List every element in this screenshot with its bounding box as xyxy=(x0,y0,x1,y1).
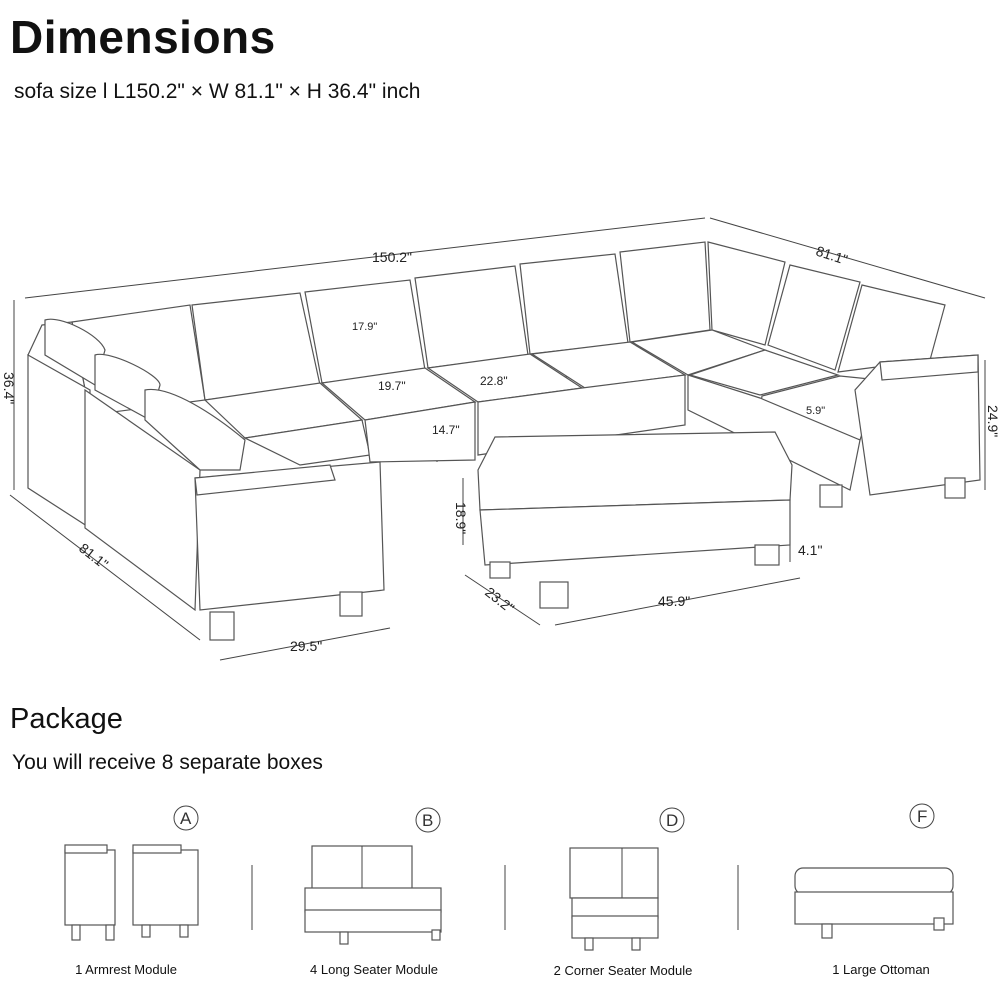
module-letter-d: D xyxy=(659,807,685,833)
dim-back-height: 17.9" xyxy=(352,321,377,333)
large-ottoman-icon xyxy=(794,867,954,939)
dim-ottoman-depth: 23.2" xyxy=(482,584,517,616)
armrest-module-icon xyxy=(64,844,199,941)
dim-leg-height: 4.1" xyxy=(798,542,822,558)
long-seater-module-icon xyxy=(304,845,442,945)
module-label-ottoman: 1 Large Ottoman xyxy=(832,962,930,977)
package-subtitle: You will receive 8 separate boxes xyxy=(12,751,323,774)
sofa-dimension-diagram: 150.2" 81.1" 36.4" 24.9" 17.9" 19.7" 22.… xyxy=(1,217,1000,661)
dim-seat-height: 14.7" xyxy=(432,423,460,437)
dim-arm-height: 24.9" xyxy=(985,405,1000,437)
ottoman-depth-dimension-line xyxy=(464,574,541,626)
ottoman-base xyxy=(479,499,791,566)
dim-total-height: 36.4" xyxy=(1,372,17,404)
dim-armrest-module-width: 29.5" xyxy=(290,638,322,654)
ottoman-length-dimension-line xyxy=(554,577,801,626)
svg-text:A: A xyxy=(180,809,192,828)
svg-text:D: D xyxy=(666,811,678,830)
dim-seat-depth: 19.7" xyxy=(378,379,406,393)
svg-text:B: B xyxy=(422,811,433,830)
module-label-armrest: 1 Armrest Module xyxy=(75,962,177,977)
module-label-long-seater: 4 Long Seater Module xyxy=(310,962,438,977)
dim-left-width: 81.1" xyxy=(76,540,111,572)
dim-seat-width: 22.8" xyxy=(480,374,508,388)
module-letter-f: F xyxy=(909,803,935,829)
dim-ottoman-length: 45.9" xyxy=(658,593,690,609)
module-label-corner-seater: 2 Corner Seater Module xyxy=(553,963,693,978)
module-letter-b: B xyxy=(415,807,441,833)
svg-text:F: F xyxy=(917,807,927,826)
corner-seater-module-icon xyxy=(569,847,659,951)
module-width-dimension-line xyxy=(219,627,391,661)
dim-ottoman-height: 18.9" xyxy=(453,502,469,534)
sofa-illustration xyxy=(27,241,981,641)
package-title: Package xyxy=(10,703,123,735)
left-width-dimension-line xyxy=(9,494,201,641)
length-dimension-line xyxy=(24,217,706,299)
ottoman-top xyxy=(477,431,793,511)
dim-total-length: 150.2" xyxy=(372,249,412,265)
sofa-size-subtitle: sofa size l L150.2" × W 81.1" × H 36.4" … xyxy=(14,80,421,103)
dim-right-width: 81.1" xyxy=(814,243,850,268)
right-width-dimension-line xyxy=(709,217,986,299)
dim-armrest-width: 5.9" xyxy=(806,405,825,417)
page-title: Dimensions xyxy=(10,11,276,63)
module-letter-a: A xyxy=(173,805,199,831)
